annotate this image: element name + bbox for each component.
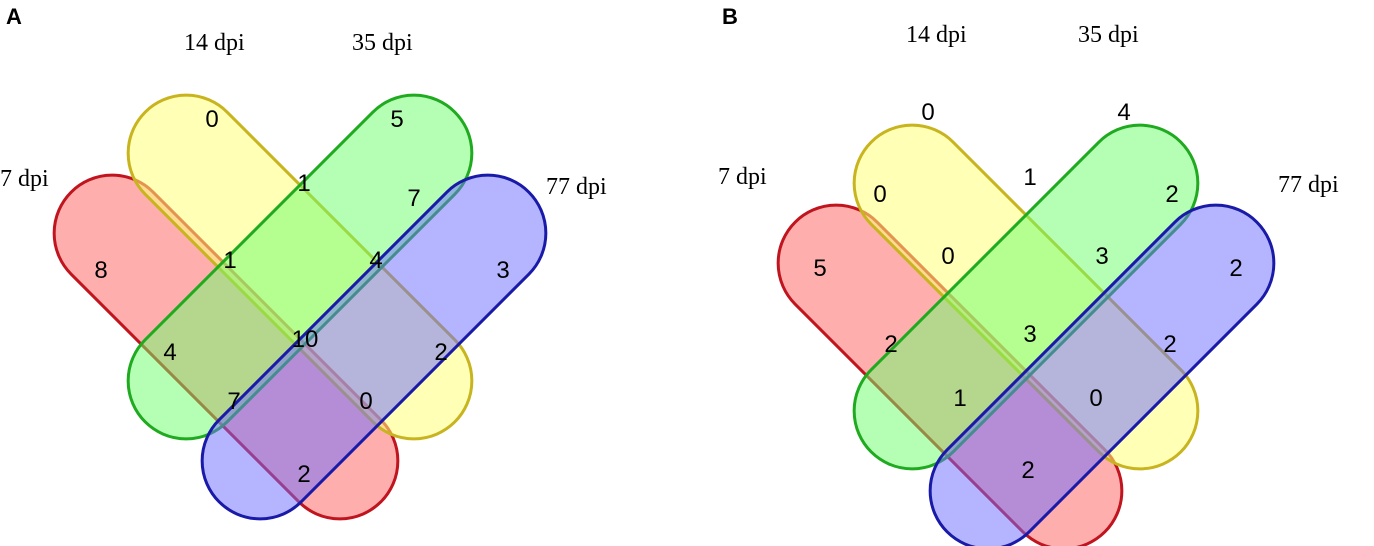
count-14-35: 1 <box>1023 164 1036 191</box>
set-77dpi <box>200 173 548 521</box>
count-35-77: 7 <box>407 185 420 212</box>
panel-letter-a: A <box>6 4 22 29</box>
count-7-77: 2 <box>1021 457 1034 484</box>
count-only-14: 0 <box>921 99 934 126</box>
count-7-14: 0 <box>873 181 886 208</box>
count-only-14: 0 <box>205 106 218 133</box>
count-7-14-77: 0 <box>1089 385 1102 412</box>
label-77dpi: 77 dpi <box>546 174 607 200</box>
panel-b: B 14 dpi 35 dpi 7 dpi 77 dpi 0 4 1 0 2 5… <box>718 4 1339 546</box>
label-14dpi: 14 dpi <box>906 22 967 48</box>
count-only-77: 2 <box>1229 255 1242 282</box>
label-7dpi: 7 dpi <box>0 166 49 192</box>
count-all: 3 <box>1023 321 1036 348</box>
count-14-35-77: 4 <box>369 247 382 274</box>
count-14-35: 1 <box>297 170 310 197</box>
count-7-14-77: 0 <box>359 388 372 415</box>
count-7-14-35: 1 <box>223 247 236 274</box>
count-14-77: 2 <box>434 339 447 366</box>
count-7-35: 2 <box>884 331 897 358</box>
count-only-77: 3 <box>496 257 509 284</box>
count-7-35-77: 7 <box>227 388 240 415</box>
count-all: 10 <box>292 326 319 353</box>
count-35-77: 2 <box>1165 181 1178 208</box>
set-77dpi <box>928 203 1276 546</box>
count-7-77: 2 <box>297 461 310 488</box>
count-7-35: 4 <box>163 339 176 366</box>
count-14-35-77: 3 <box>1095 243 1108 270</box>
count-only-7: 8 <box>94 257 107 284</box>
label-35dpi: 35 dpi <box>352 30 413 56</box>
count-14-77: 2 <box>1163 331 1176 358</box>
count-only-35: 4 <box>1117 99 1130 126</box>
label-77dpi: 77 dpi <box>1278 172 1339 198</box>
label-35dpi: 35 dpi <box>1078 22 1139 48</box>
panel-a: A 14 dpi 35 dpi 7 dpi 77 dpi 0 5 1 7 8 1… <box>0 4 607 521</box>
count-7-35-77: 1 <box>953 385 966 412</box>
count-7-14-35: 0 <box>941 243 954 270</box>
label-14dpi: 14 dpi <box>184 30 245 56</box>
count-only-35: 5 <box>390 106 403 133</box>
count-only-7: 5 <box>813 255 826 282</box>
panel-letter-b: B <box>722 4 738 29</box>
label-7dpi: 7 dpi <box>718 164 767 190</box>
